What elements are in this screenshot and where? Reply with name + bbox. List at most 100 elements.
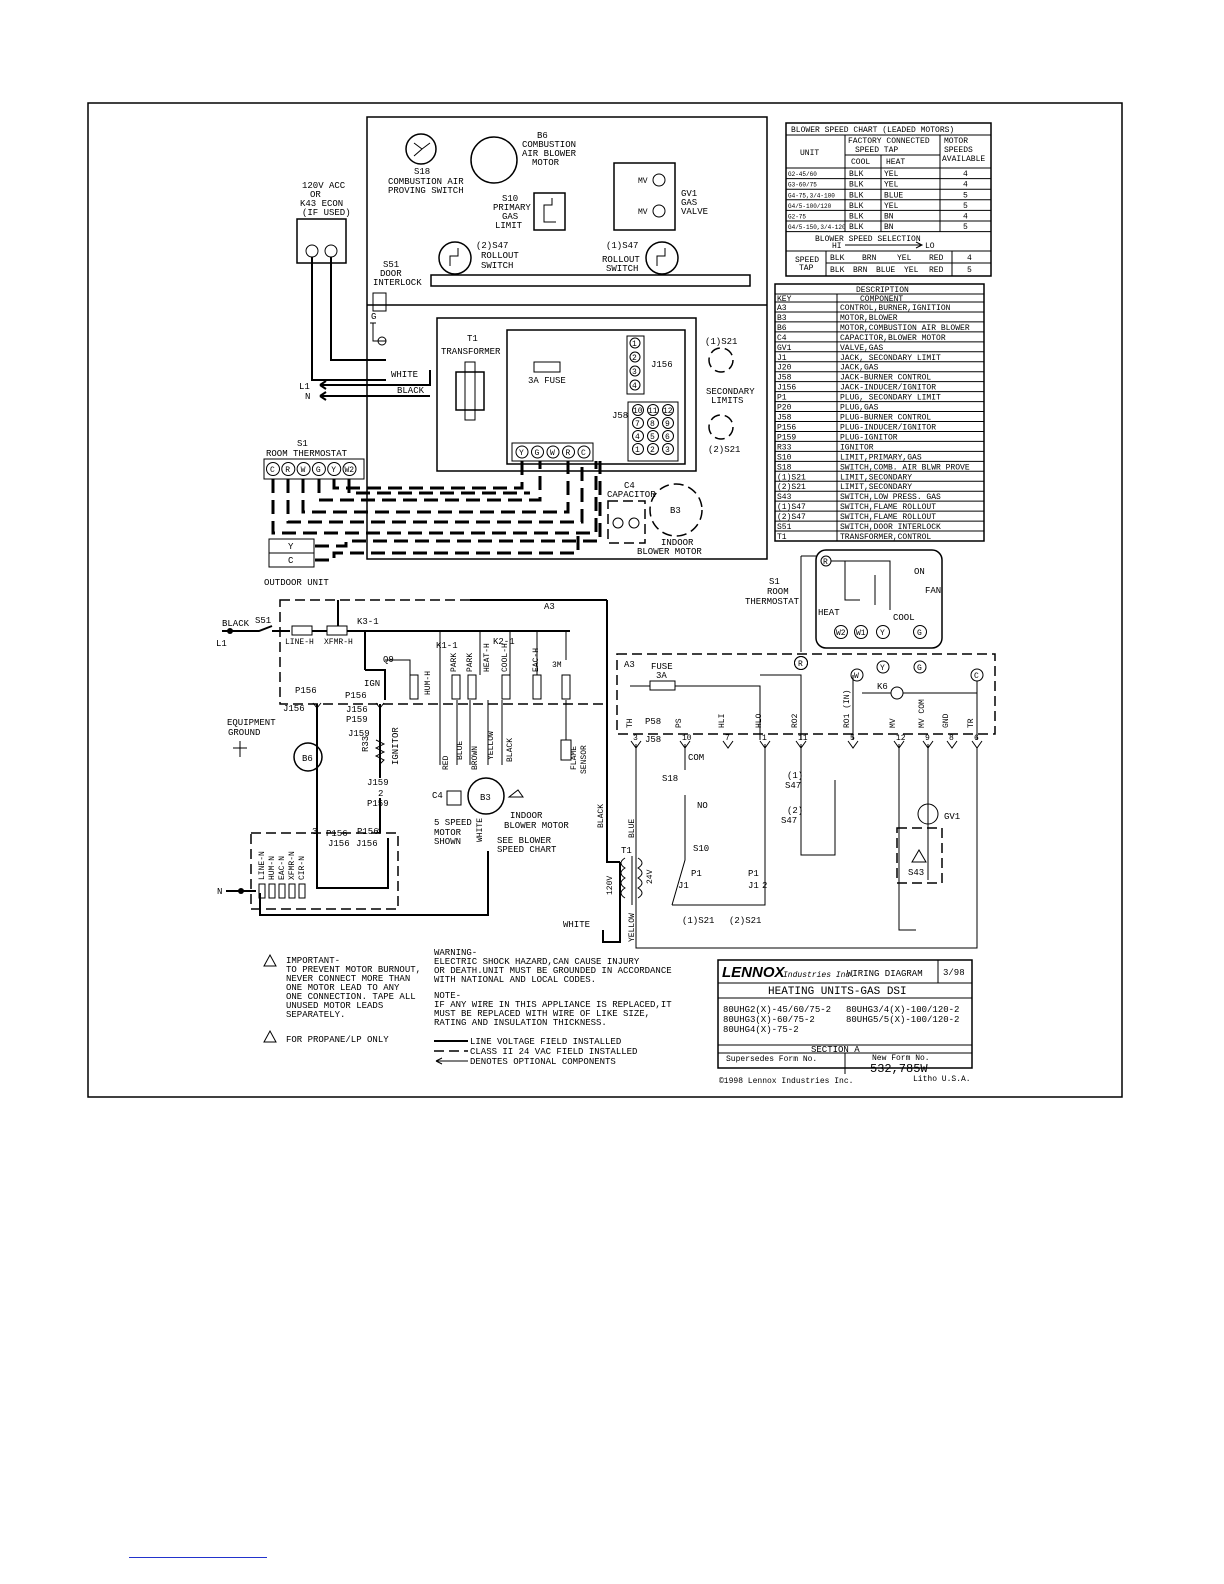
control-thermostat-terminal-label: W2 [836,629,846,638]
blower-speeds-cell: 5 [963,202,968,211]
control-pin-label: TH [626,718,635,728]
legend-line-voltage: LINE VOLTAGE FIELD INSTALLED [470,1037,621,1047]
j156-pin [629,379,641,391]
description-key: R33 [777,443,792,452]
important-note-line: NEVER CONNECT MORE THAN [286,974,410,984]
important-note-line: ONE MOTOR LEAD TO ANY [286,983,400,993]
description-key: C4 [777,334,787,343]
gv1-valve-icon [613,162,676,231]
important-note-line: UNUSED MOTOR LEADS [286,1001,383,1011]
description-key: (1)S47 [777,503,806,512]
control-pin-number: 3 [633,734,638,743]
wire-blue: BLUE [456,741,465,760]
tap-cell: BRN [853,266,868,275]
k2-label: K2-1 [493,637,515,647]
blower-speed-chart: BLOWER SPEED CHART (LEADED MOTORS) UNIT … [785,122,992,277]
diagram-frame [87,102,1123,1098]
description-component: SWITCH,FLAME ROLLOUT [840,503,936,512]
j156-pin [629,337,641,349]
board-terminal-label: R [566,449,571,458]
blower-speeds-cell: 4 [963,213,968,222]
wire-white: WHITE [476,818,485,842]
blower-chart-title: BLOWER SPEED CHART (LEADED MOTORS) [791,126,954,135]
control-pin-label: RO1 (IN) [843,690,852,728]
s47-1-label: (1)S47 [606,241,638,251]
control-thermostat-terminal-label: R [798,660,803,669]
line-h-label: LINE-H [285,638,314,647]
ctrl-s1-label: S1 [769,577,780,587]
description-key: S10 [777,453,792,462]
j58-pin-label: 6 [665,433,670,442]
outdoor-unit-label: OUTDOOR UNIT [264,578,329,588]
description-component: JACK, SECONDARY LIMIT [840,354,941,363]
control-pin-number: 1 [762,734,767,743]
neutral-terminal [278,883,286,899]
j58-pin-label: 1 [635,446,640,455]
tstat-r-top: R [823,558,828,567]
ctrl-s10-label: S10 [693,844,709,854]
mv-label-1: MV [638,177,648,186]
control-g-label: G [917,664,922,673]
description-key: J58 [777,374,792,383]
blower-cool-cell: BLK [849,181,864,190]
p159-label-2: P159 [367,799,389,809]
r3m-label: 3M [552,661,562,670]
blower-unit-cell: G4-75,3/4-100 [788,192,835,199]
j156-pin-label: 2 [632,354,637,363]
j156-pin-label: 1 [632,340,637,349]
heat-h-label: HEAT-H [483,643,492,672]
description-key: S51 [777,523,792,532]
description-component: TRANSFORMER,CONTROL [840,533,931,542]
tstat-on-label: ON [914,567,925,577]
description-key: J58 [777,414,792,423]
ctrl-s21-1: (1)S21 [682,916,714,926]
tap-count: 5 [967,266,972,275]
t1-label: T1 [467,334,478,344]
control-thermostat-terminal-label: W1 [856,629,866,638]
five-speed-label-1: 5 SPEED [434,818,472,828]
propane-warning-icon [263,1029,277,1043]
s21-1-label: (1)S21 [705,337,737,347]
ladder-b3-motor-icon [467,777,505,815]
board-terminal [546,445,560,459]
thermostat-outline [815,549,943,649]
control-w-terminal [850,668,864,682]
ctrl-s21-2: (2)S21 [729,916,761,926]
gv1-desc-1: GAS [681,198,697,208]
thermostat-terminal-strip [263,458,365,480]
control-w-label: W [854,672,859,681]
ctrl-s47-2-a: (2) [787,806,803,816]
ctrl-fuse-value: 3A [656,671,667,681]
blower-speeds-cell: 4 [963,170,968,179]
s21-desc-1: SECONDARY [706,387,755,397]
s18-desc-1: COMBUSTION AIR [388,177,464,187]
ladder-b6-label: B6 [302,754,313,764]
five-speed-label-2: MOTOR [434,828,462,838]
black-wire-label: BLACK [397,386,425,396]
control-pin-number: 7 [725,734,730,743]
acc-label-4: (IF USED) [302,208,351,218]
blower-speeds-cell: 5 [963,191,968,200]
r33-label: R33 [361,736,371,752]
description-component: CONTROL,BURNER,IGNITION [840,304,951,313]
see-chart-label-1: SEE BLOWER [497,836,552,846]
j58-pin [662,443,674,455]
tap-cell: BLUE [876,266,895,275]
j58-pin [632,430,644,442]
description-head-key: KEY [777,295,792,304]
propane-note: FOR PROPANE/LP ONLY [286,1035,389,1045]
j58-pin-label: 10 [633,407,643,416]
thermostat-terminal [266,462,280,476]
description-component: LIMIT,SECONDARY [840,483,912,492]
description-key: (2)S47 [777,513,806,522]
blower-heat-cell: YEL [884,170,899,179]
description-component: SWITCH,COMB. AIR BLWR PROVE [840,463,970,472]
j58-pin-label: 4 [635,433,640,442]
pin-3-label: 3 [312,827,317,837]
acc-label-3: K43 ECON [300,199,343,209]
